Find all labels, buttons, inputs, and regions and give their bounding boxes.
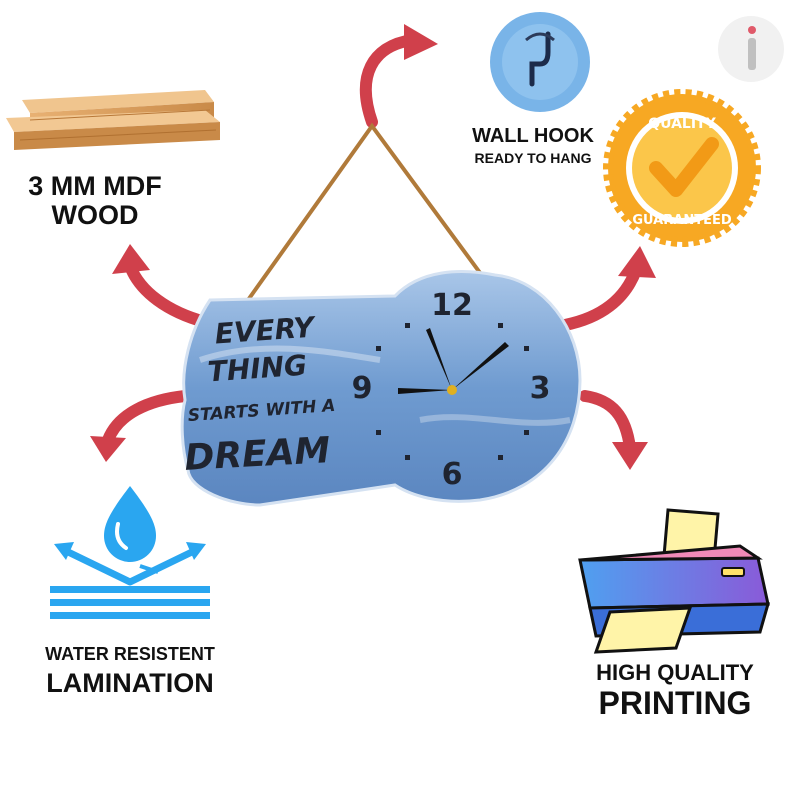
quality-badge-top: QUALITY bbox=[648, 116, 716, 132]
arrow-head-printing bbox=[612, 442, 648, 470]
arrow-head-quality bbox=[618, 246, 656, 278]
minute-hand bbox=[426, 328, 452, 390]
arrow-heads bbox=[90, 24, 656, 470]
quote-line-2: THING bbox=[207, 349, 308, 389]
quote-line-4: DREAM bbox=[183, 430, 331, 479]
wall-hook-icon bbox=[490, 12, 590, 112]
numeral-3: 3 bbox=[530, 371, 551, 406]
clock-face: 12 3 6 9 bbox=[352, 288, 551, 492]
numeral-12: 12 bbox=[431, 288, 473, 323]
water-label-line2: LAMINATION bbox=[46, 668, 214, 698]
hanging-rope bbox=[246, 122, 502, 302]
hour-hand bbox=[398, 388, 452, 394]
arrow-head-hook bbox=[404, 24, 438, 60]
quote-line-1: EVERY bbox=[214, 310, 318, 350]
numeral-6: 6 bbox=[442, 457, 463, 492]
quality-guaranteed-icon: QUALITY GUARANTEED bbox=[603, 89, 761, 247]
feature-arrows bbox=[102, 34, 642, 454]
water-label-line1: WATER RESISTENT bbox=[45, 644, 215, 664]
info-icon bbox=[718, 16, 784, 82]
wall-clock-product: EVERY THING STARTS WITH A DREAM 12 3 6 9 bbox=[180, 122, 582, 507]
printing-label-line1: HIGH QUALITY bbox=[596, 660, 754, 685]
numeral-9: 9 bbox=[352, 371, 373, 406]
water-drop-icon bbox=[50, 486, 210, 619]
quality-badge-bottom: GUARANTEED bbox=[632, 213, 731, 228]
hook-label-line1: WALL HOOK bbox=[472, 125, 594, 147]
wood-planks-icon bbox=[6, 90, 220, 150]
arrow-to-wood bbox=[124, 260, 211, 328]
arrow-to-hook bbox=[359, 34, 418, 128]
second-hand bbox=[452, 342, 509, 390]
arrow-head-water bbox=[90, 436, 126, 462]
printing-label-line2: PRINTING bbox=[598, 685, 752, 721]
printer-icon bbox=[578, 508, 771, 654]
wood-label-line2: WOOD bbox=[51, 200, 139, 230]
arrow-head-wood bbox=[112, 244, 150, 274]
arrow-to-water bbox=[102, 390, 191, 446]
wood-label-line1: 3 MM MDF bbox=[28, 171, 162, 201]
clock-body bbox=[180, 270, 582, 507]
arrow-to-quality bbox=[559, 264, 642, 331]
hook-label-line2: READY TO HANG bbox=[474, 150, 592, 166]
arrow-to-printing bbox=[579, 390, 636, 454]
